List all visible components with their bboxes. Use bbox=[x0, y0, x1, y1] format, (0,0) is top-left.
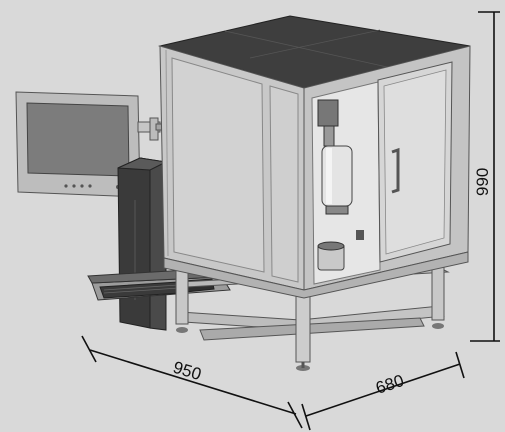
dimension-width bbox=[81, 335, 303, 429]
door-handle-icon bbox=[391, 147, 400, 194]
height-label: 990 bbox=[473, 168, 492, 196]
dimension-height bbox=[470, 11, 500, 342]
main-cabinet bbox=[158, 15, 471, 299]
side-cabinet bbox=[117, 157, 168, 331]
dimension-depth bbox=[301, 351, 465, 431]
depth-label: 680 bbox=[373, 371, 406, 398]
width-label: 950 bbox=[171, 358, 204, 384]
gas-cylinder-icon bbox=[317, 99, 364, 271]
monitor-icon bbox=[15, 91, 141, 198]
